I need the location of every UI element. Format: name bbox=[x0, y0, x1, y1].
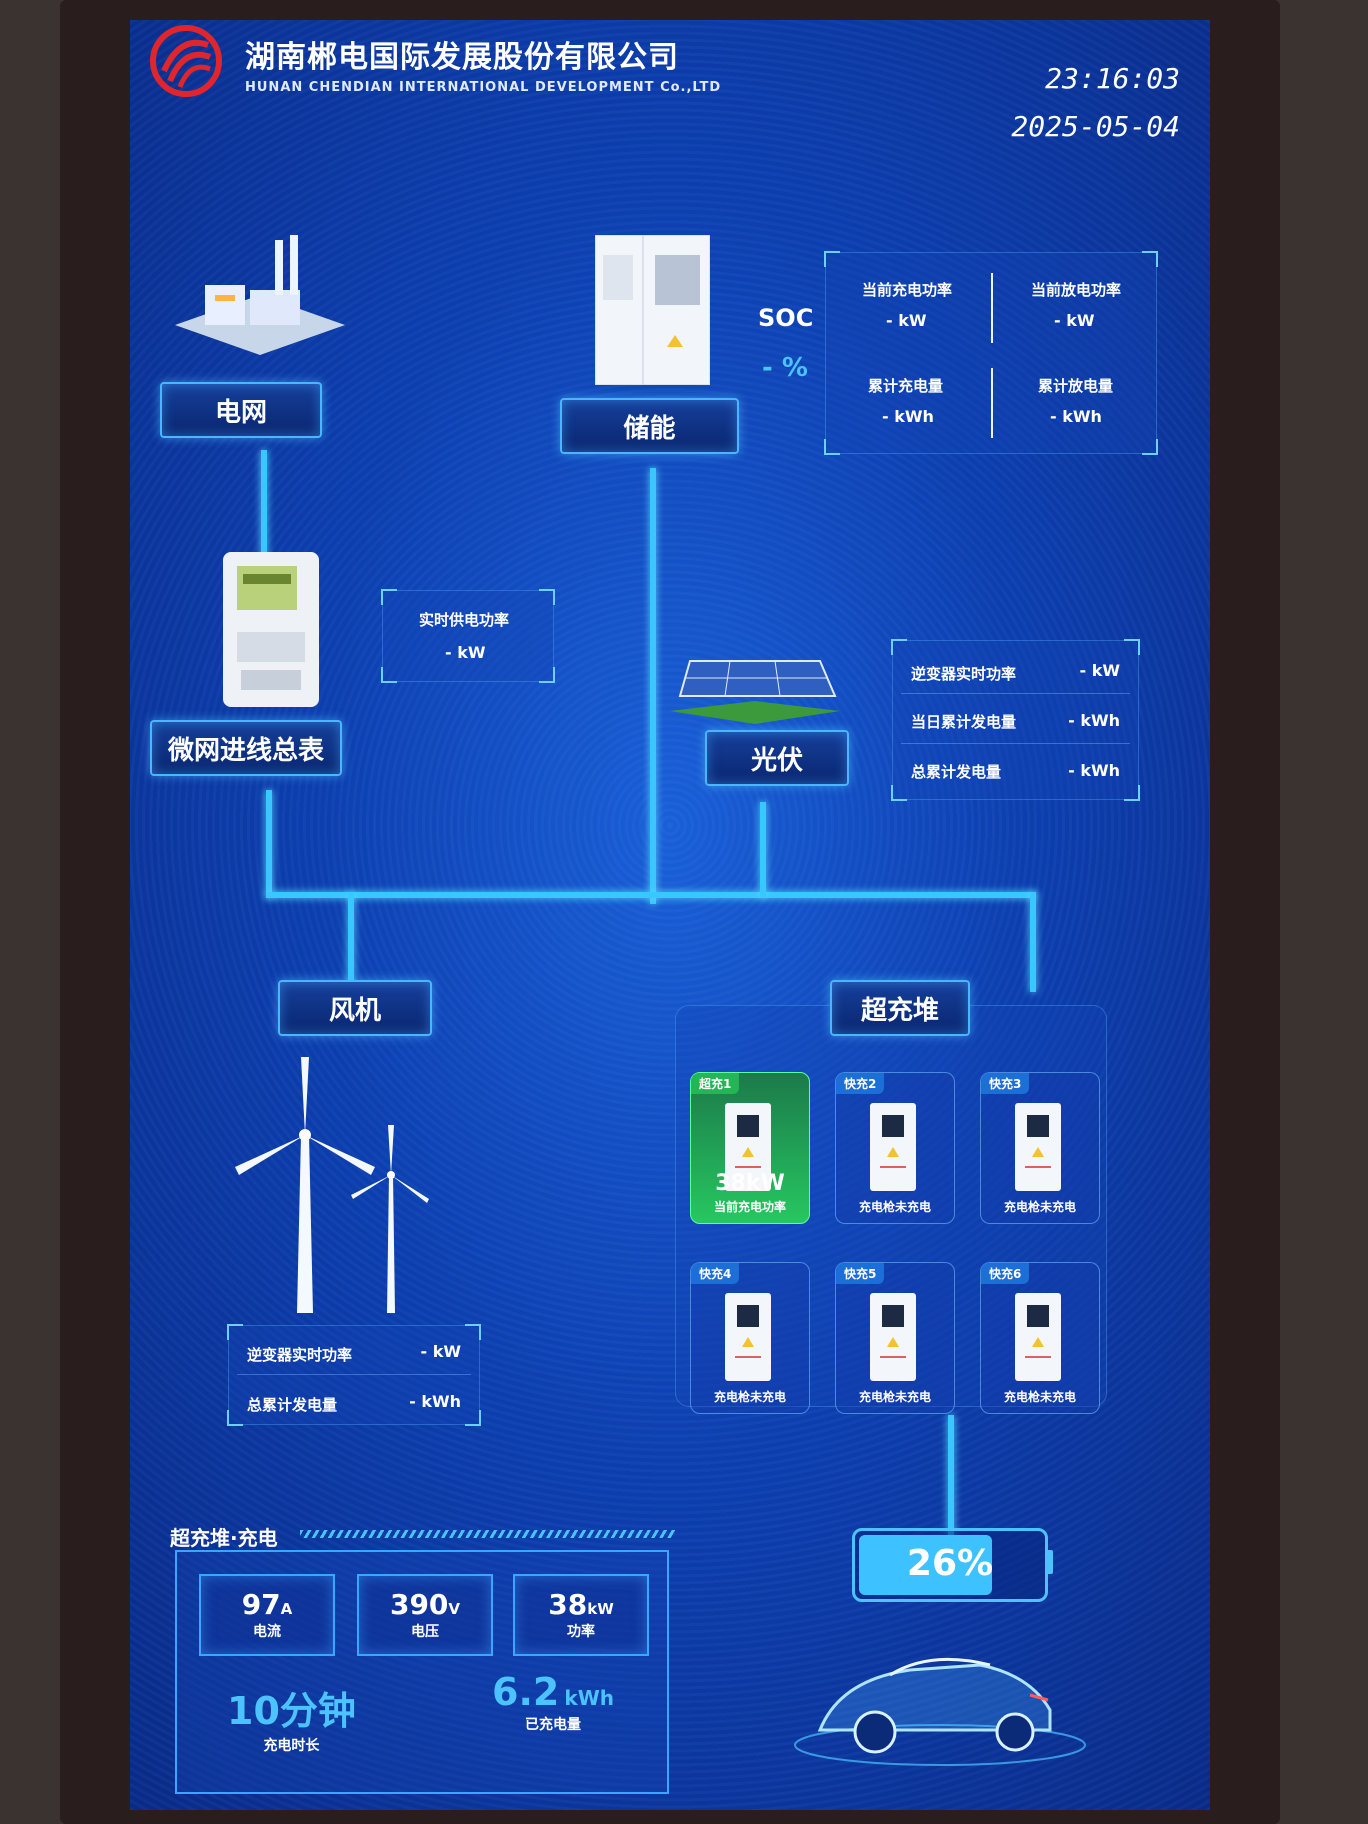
main-bus-line bbox=[266, 892, 1036, 898]
charger-power-value: 38kW bbox=[715, 1171, 785, 1196]
grid-meter-connector bbox=[261, 450, 267, 560]
charge-power-label: 当前充电功率 bbox=[862, 281, 953, 299]
pv-row-label: 当日累计发电量 bbox=[911, 713, 1017, 731]
storage-info-panel: 当前充电功率 - kW 当前放电功率 - kW 累计充电量 - kWh 累计放电… bbox=[824, 251, 1158, 455]
clock-date: 2025-05-04 bbox=[1011, 110, 1180, 143]
company-name-cn: 湖南郴电国际发展股份有限公司 bbox=[245, 40, 679, 75]
duration-metric: 10分钟 充电时长 bbox=[227, 1689, 356, 1754]
charging-pile-icon bbox=[870, 1103, 916, 1191]
title-stripe bbox=[300, 1530, 675, 1538]
battery-indicator: 26% bbox=[852, 1528, 1048, 1602]
charger-status: 当前充电功率 bbox=[713, 1200, 786, 1214]
charger-tag: 快充6 bbox=[981, 1263, 1030, 1284]
company-logo-icon bbox=[150, 25, 222, 97]
charging-pile-icon bbox=[1015, 1103, 1061, 1191]
wind-turbine-icon bbox=[235, 1057, 429, 1313]
wind-row-label: 总累计发电量 bbox=[247, 1396, 338, 1414]
wind-info-panel: 逆变器实时功率 - kW 总累计发电量 - kWh bbox=[227, 1324, 481, 1426]
discharge-power-label: 当前放电功率 bbox=[1031, 281, 1122, 299]
company-name-en: HUNAN CHENDIAN INTERNATIONAL DEVELOPMENT… bbox=[245, 80, 722, 95]
power-metric: 38kW 功率 bbox=[513, 1574, 649, 1656]
current-metric: 97A 电流 bbox=[199, 1574, 335, 1656]
discharge-power-value: - kW bbox=[1054, 311, 1095, 330]
super-charger-label[interactable]: 超充堆 bbox=[830, 980, 970, 1036]
pv-connector bbox=[760, 802, 766, 898]
dashboard-screen: 湖南郴电国际发展股份有限公司 HUNAN CHENDIAN INTERNATIO… bbox=[130, 20, 1210, 1810]
charger-card[interactable]: 快充4 充电枪未充电 bbox=[690, 1262, 810, 1414]
charger-tag: 快充2 bbox=[836, 1073, 885, 1094]
storage-connector bbox=[650, 468, 656, 904]
pv-row-value: - kW bbox=[1079, 661, 1120, 680]
storage-label[interactable]: 储能 bbox=[560, 398, 739, 454]
charging-panel-title: 超充堆·充电 bbox=[170, 1526, 278, 1550]
battery-terminal bbox=[1045, 1550, 1053, 1574]
soc-label: SOC bbox=[758, 304, 814, 332]
charger-status: 充电枪未充电 bbox=[858, 1390, 931, 1404]
charger-status: 充电枪未充电 bbox=[1003, 1390, 1076, 1404]
soc-value: - % bbox=[762, 353, 808, 383]
clock-time: 23:16:03 bbox=[1045, 62, 1180, 95]
meter-bus-connector bbox=[266, 790, 272, 898]
wind-connector bbox=[348, 892, 354, 992]
charging-pile-icon bbox=[725, 1293, 771, 1381]
energy-metric: 6.2 kWh 已充电量 bbox=[492, 1670, 615, 1733]
total-charge-label: 累计充电量 bbox=[868, 377, 944, 395]
wind-label[interactable]: 风机 bbox=[278, 980, 432, 1036]
wind-row-value: - kW bbox=[420, 1342, 461, 1361]
charger-tag: 快充3 bbox=[981, 1073, 1030, 1094]
charger-status: 充电枪未充电 bbox=[713, 1390, 786, 1404]
charger-card[interactable]: 快充2 充电枪未充电 bbox=[835, 1072, 955, 1224]
total-charge-value: - kWh bbox=[882, 407, 934, 426]
charger-card[interactable]: 超充1 38kW 当前充电功率 bbox=[690, 1072, 810, 1224]
battery-percent: 26% bbox=[906, 1543, 994, 1584]
meter-power-panel: 实时供电功率 - kW bbox=[381, 589, 555, 683]
charger-tag: 快充4 bbox=[691, 1263, 740, 1284]
storage-cabinet-icon bbox=[595, 235, 710, 385]
charger-tag: 超充1 bbox=[691, 1073, 740, 1094]
battery-fill bbox=[859, 1535, 992, 1595]
wind-row-value: - kWh bbox=[409, 1392, 461, 1411]
vehicle-connector bbox=[948, 1415, 954, 1535]
wind-row-label: 逆变器实时功率 bbox=[247, 1346, 353, 1364]
meter-label[interactable]: 微网进线总表 bbox=[150, 720, 342, 776]
charger-status: 充电枪未充电 bbox=[1003, 1200, 1076, 1214]
voltage-metric: 390V 电压 bbox=[357, 1574, 493, 1656]
charger-status: 充电枪未充电 bbox=[858, 1200, 931, 1214]
charging-panel: 97A 电流 390V 电压 38kW 功率 10分钟 充电时长 6.2 kWh… bbox=[175, 1550, 669, 1794]
pv-row-label: 逆变器实时功率 bbox=[911, 665, 1017, 683]
meter-power-value: - kW bbox=[445, 643, 486, 662]
total-discharge-value: - kWh bbox=[1050, 407, 1102, 426]
charger-card[interactable]: 快充6 充电枪未充电 bbox=[980, 1262, 1100, 1414]
power-plant-icon bbox=[175, 235, 345, 355]
charger-card[interactable]: 快充5 充电枪未充电 bbox=[835, 1262, 955, 1414]
charge-power-value: - kW bbox=[886, 311, 927, 330]
pv-info-panel: 逆变器实时功率 - kW 当日累计发电量 - kWh 总累计发电量 - kWh bbox=[891, 639, 1140, 801]
charger-tag: 快充5 bbox=[836, 1263, 885, 1284]
grid-label[interactable]: 电网 bbox=[160, 382, 322, 438]
total-discharge-label: 累计放电量 bbox=[1038, 377, 1114, 395]
pv-row-label: 总累计发电量 bbox=[911, 763, 1002, 781]
charging-pile-icon bbox=[725, 1103, 771, 1191]
charger-connector bbox=[1030, 892, 1036, 992]
electric-car-icon bbox=[794, 1657, 1086, 1766]
pv-row-value: - kWh bbox=[1068, 761, 1120, 780]
electric-meter-icon bbox=[223, 552, 319, 707]
charging-pile-icon bbox=[1015, 1293, 1061, 1381]
pv-label[interactable]: 光伏 bbox=[705, 730, 849, 786]
charger-card[interactable]: 快充3 充电枪未充电 bbox=[980, 1072, 1100, 1224]
meter-power-label: 实时供电功率 bbox=[419, 611, 510, 629]
charging-pile-icon bbox=[870, 1293, 916, 1381]
pv-row-value: - kWh bbox=[1068, 711, 1120, 730]
solar-panel-icon bbox=[670, 660, 840, 724]
